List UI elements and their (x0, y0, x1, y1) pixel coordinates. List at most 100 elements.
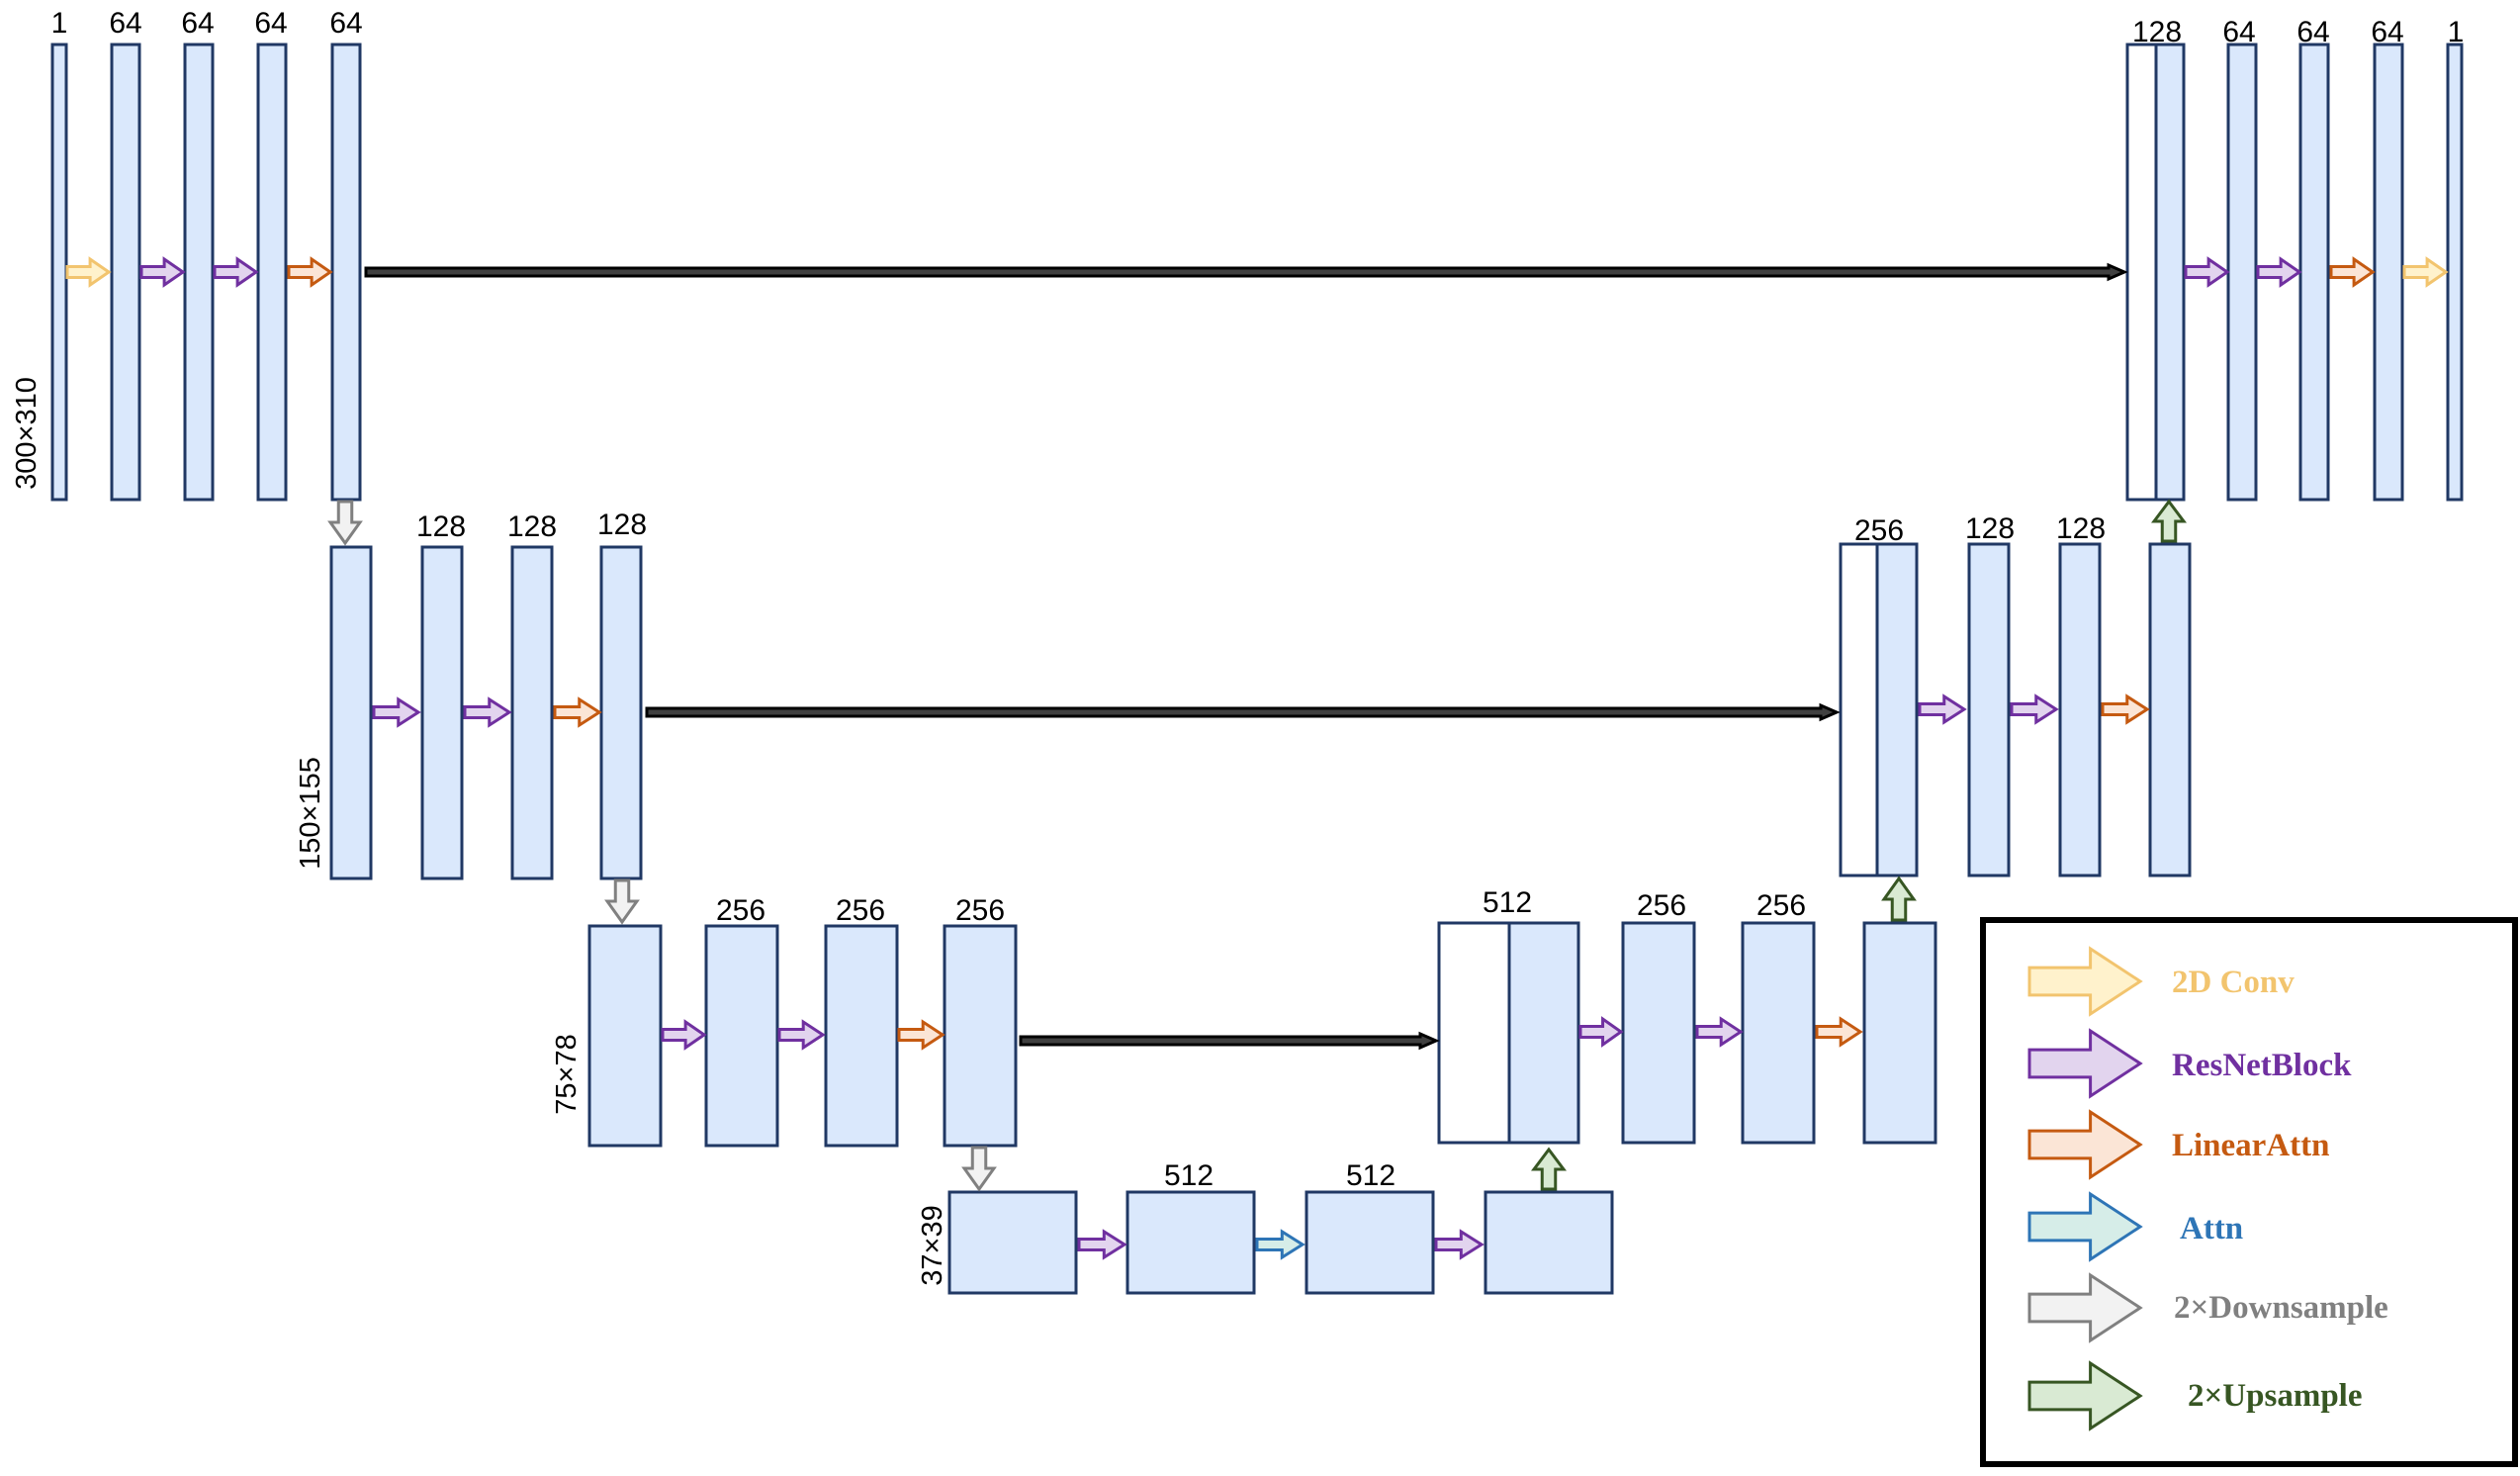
legend-arrow-icon (2027, 1191, 2143, 1262)
skip-connection-arrow (1019, 1031, 1440, 1051)
linearattn-arrow (2329, 256, 2376, 288)
channel-label: 64 (254, 7, 287, 40)
legend-arrow-icon (2027, 946, 2143, 1017)
feature-map-block (330, 43, 362, 502)
resnetblock-arrow (777, 1019, 826, 1051)
feature-map-block (420, 545, 464, 880)
resnetblock-arrow (463, 696, 512, 728)
feature-map-block (1967, 542, 2011, 877)
downsample-arrow (604, 878, 640, 925)
legend-arrow-icon (2027, 1109, 2143, 1180)
channel-label: 256 (1854, 514, 1904, 547)
channel-label: 128 (416, 510, 466, 543)
channel-label: 128 (1965, 512, 2015, 545)
channel-label: 1 (51, 7, 68, 40)
resnetblock-arrow (2184, 256, 2230, 288)
resnetblock-arrow (213, 256, 259, 288)
feature-map-block (1875, 542, 1919, 877)
downsample-arrow (961, 1146, 997, 1192)
channel-label: 64 (181, 7, 214, 40)
feature-map-block (1741, 921, 1816, 1145)
feature-map-block (2226, 43, 2258, 502)
feature-map-block (587, 924, 663, 1148)
resnetblock-arrow (2256, 256, 2302, 288)
legend-label-resnetblock: ResNetBlock (2172, 1048, 2352, 1083)
channel-label: 128 (2132, 16, 2182, 48)
channel-label: 512 (1346, 1159, 1395, 1192)
feature-map-block (1125, 1190, 1256, 1295)
skip-concat-block (1437, 921, 1511, 1145)
channel-label: 256 (716, 894, 765, 927)
feature-map-block (824, 924, 899, 1148)
feature-map-block (2058, 542, 2102, 877)
resnetblock-arrow (139, 256, 186, 288)
conv-arrow (2402, 256, 2449, 288)
channel-label: 256 (836, 894, 885, 927)
labels: 1 64 64 64 64 128 64 64 64 1 128 128 128… (11, 7, 2464, 1286)
feature-map-block (510, 545, 554, 880)
conv-arrow (65, 256, 112, 288)
skip-connections (364, 262, 2128, 1051)
legend-arrow-icon (2027, 1272, 2143, 1343)
feature-map-block (704, 924, 779, 1148)
channel-label: 128 (597, 508, 647, 541)
feature-map-block (1484, 1190, 1614, 1295)
resnetblock-arrow (661, 1019, 707, 1051)
feature-map-block (1305, 1190, 1435, 1295)
channel-label: 512 (1483, 886, 1532, 919)
feature-map-block (947, 1190, 1078, 1295)
legend-label-2d-conv: 2D Conv (2172, 965, 2295, 1000)
linearattn-arrow (553, 696, 602, 728)
legend-arrow-icon (2027, 1028, 2143, 1099)
resolution-label-level3: 75×78 (551, 1034, 583, 1114)
linearattn-arrow (1815, 1016, 1863, 1048)
resolution-label-level4: 37×39 (917, 1205, 948, 1285)
resnetblock-arrow (1077, 1229, 1127, 1260)
resolution-label-level1: 300×310 (11, 377, 43, 490)
channel-label: 64 (329, 7, 362, 40)
resnetblock-arrow (1578, 1016, 1624, 1048)
upsample-arrow (2151, 499, 2187, 543)
legend-label-attn: Attn (2180, 1211, 2243, 1246)
channel-label: 64 (109, 7, 141, 40)
resolution-label-level2: 150×155 (295, 757, 326, 870)
feature-map-block (943, 924, 1018, 1148)
attn-arrow (1255, 1229, 1305, 1260)
feature-map-block (1862, 921, 1937, 1145)
linearattn-arrow (287, 256, 333, 288)
skip-connection-arrow (645, 702, 1841, 722)
feature-map-block (50, 43, 68, 502)
legend-label-2x-upsample: 2×Upsample (2188, 1378, 2363, 1414)
linearattn-arrow (897, 1019, 945, 1051)
channel-label: 512 (1164, 1159, 1214, 1192)
channel-label: 256 (1637, 889, 1686, 922)
resnetblock-arrow (2010, 693, 2059, 725)
feature-map-block (1507, 921, 1580, 1145)
legend-label-linearattn: LinearAttn (2172, 1128, 2330, 1163)
legend-frame (1980, 917, 2518, 1467)
channel-label: 128 (2056, 512, 2106, 545)
legend-label-2x-downsample: 2×Downsample (2174, 1290, 2388, 1326)
legend-arrow-icon (2027, 1360, 2143, 1431)
legend-arrows (2027, 946, 2143, 1431)
skip-concat-block (2125, 43, 2158, 502)
feature-map-block (110, 43, 141, 502)
feature-map-block (2446, 43, 2464, 502)
skip-connection-arrow (364, 262, 2128, 282)
linearattn-arrow (2101, 693, 2150, 725)
resnetblock-arrow (372, 696, 421, 728)
upsample-arrow (1531, 1147, 1567, 1191)
feature-map-block (1621, 921, 1696, 1145)
feature-map-block (183, 43, 215, 502)
skip-concat-block (1839, 542, 1879, 877)
upsample-arrow (1881, 876, 1917, 922)
channel-label: 256 (1756, 889, 1806, 922)
downsample-arrow (327, 500, 363, 546)
feature-map-block (2298, 43, 2330, 502)
legend: 2D Conv ResNetBlock LinearAttn Attn 2×Do… (1980, 917, 2518, 1467)
feature-map-blocks (50, 43, 2464, 1295)
resnetblock-arrow (1434, 1229, 1485, 1260)
feature-map-block (2148, 542, 2192, 877)
channel-label: 1 (2448, 16, 2465, 48)
